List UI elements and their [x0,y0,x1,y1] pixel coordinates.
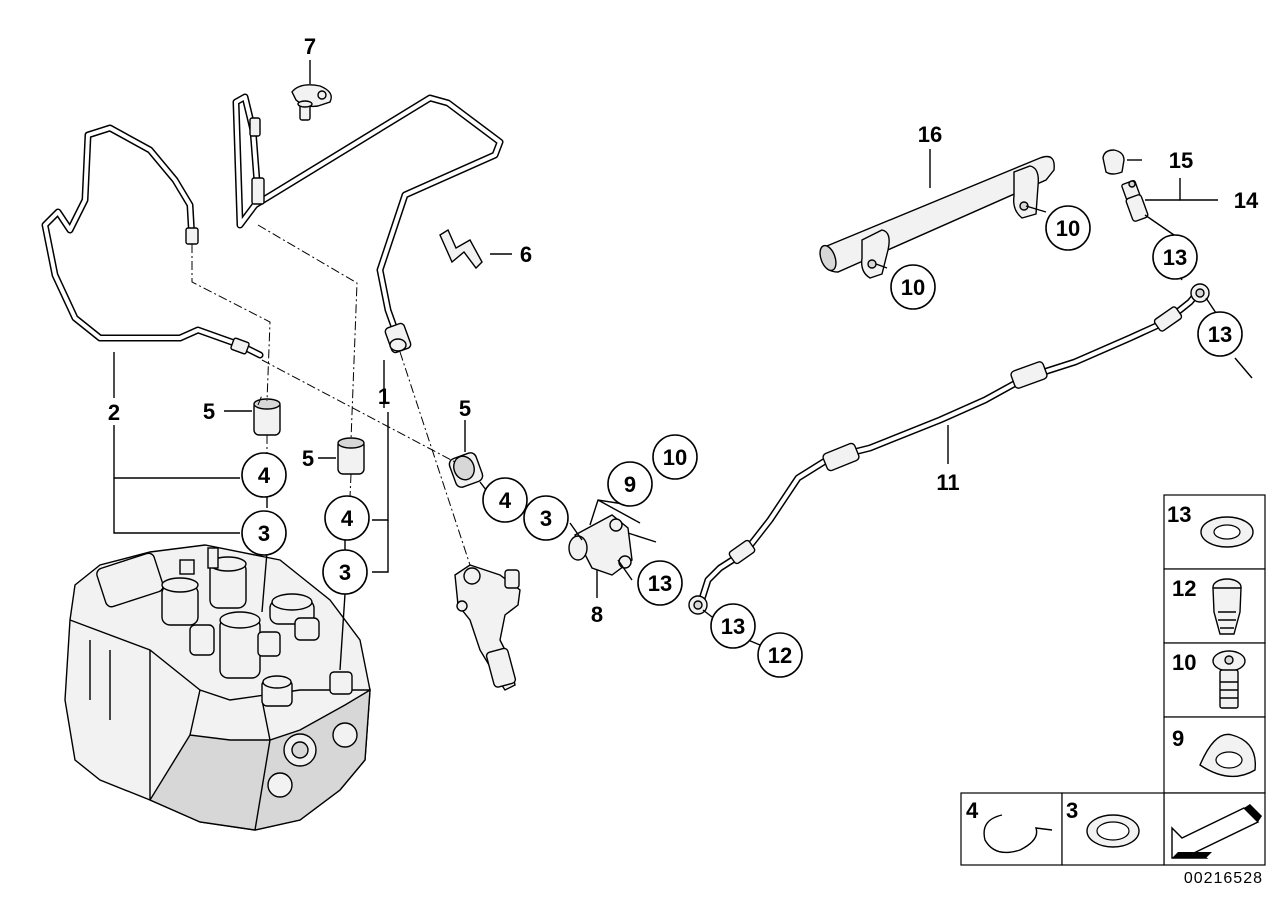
callout-10c: 10 [1045,205,1091,251]
callout-15: 15 [1169,148,1193,173]
legend-item-arrow [1163,792,1266,866]
callout-12: 12 [757,632,803,678]
svg-text:12: 12 [768,643,792,668]
pipe-clamp-7 [291,84,332,121]
catalog-number: 00216528 [1184,870,1263,887]
legend-item-12: 12 [1163,568,1266,644]
callout-11: 11 [936,470,959,495]
callout-3a: 3 [241,510,287,556]
callout-10a: 10 [652,434,698,480]
callout-6: 6 [520,242,532,267]
callout-8: 8 [591,602,603,627]
dust-cap-15 [1102,149,1125,175]
callout-5c: 5 [459,396,471,421]
brake-hose-11 [688,283,1210,615]
svg-text:3: 3 [339,560,351,585]
callout-10b: 10 [890,264,936,310]
banjo-fitting-8 [568,514,633,576]
callout-16: 16 [918,122,942,147]
callout-4b: 4 [324,495,370,541]
brake-pipe-1 [232,93,504,354]
svg-text:4: 4 [499,488,512,513]
legend-item-10: 10 [1163,642,1266,718]
brake-pipe-2 [41,124,264,359]
callout-13b: 13 [710,603,756,649]
svg-text:3: 3 [1066,798,1078,823]
callout-3c: 3 [523,495,569,541]
callout-1: 1 [378,384,390,409]
callout-3b: 3 [322,549,368,595]
pipe-clip-6 [439,228,483,270]
legend-item-3: 3 [1061,792,1165,866]
svg-text:13: 13 [1208,322,1232,347]
leader-lines [113,60,1253,671]
svg-text:10: 10 [1056,216,1080,241]
callout-7: 7 [304,34,316,59]
svg-text:10: 10 [663,445,687,470]
svg-text:12: 12 [1172,576,1196,601]
legend-item-13: 13 [1163,494,1266,570]
bleeder-valve-14 [1121,180,1149,222]
svg-text:9: 9 [1172,726,1184,751]
svg-text:4: 4 [258,463,271,488]
rubber-grommet-5b [337,437,365,475]
legend-item-4: 4 [960,792,1063,866]
svg-text:10: 10 [901,275,925,300]
svg-text:10: 10 [1172,650,1196,675]
callout-13a: 13 [637,560,683,606]
callout-4a: 4 [241,452,287,498]
svg-text:4: 4 [966,798,979,823]
svg-text:13: 13 [1163,245,1187,270]
callout-5b: 5 [302,446,314,471]
master-cylinder [454,564,521,691]
svg-text:13: 13 [648,571,672,596]
svg-text:4: 4 [341,506,354,531]
callout-2: 2 [108,400,120,425]
svg-text:13: 13 [721,614,745,639]
hose-guard-16 [819,155,1055,279]
callout-9: 9 [607,461,653,507]
legend-item-9: 9 [1163,716,1266,794]
svg-text:3: 3 [258,521,270,546]
callout-5a: 5 [203,399,215,424]
svg-text:3: 3 [540,506,552,531]
callout-13c: 13 [1152,234,1198,280]
svg-text:13: 13 [1167,502,1191,527]
callout-14: 14 [1234,188,1259,213]
abs-hydraulic-unit [64,544,371,831]
svg-text:9: 9 [624,472,636,497]
rubber-grommet-5c [448,452,484,488]
callout-13d: 13 [1197,311,1243,357]
callout-4c: 4 [482,477,528,523]
assembly-guide-lines [191,224,471,566]
